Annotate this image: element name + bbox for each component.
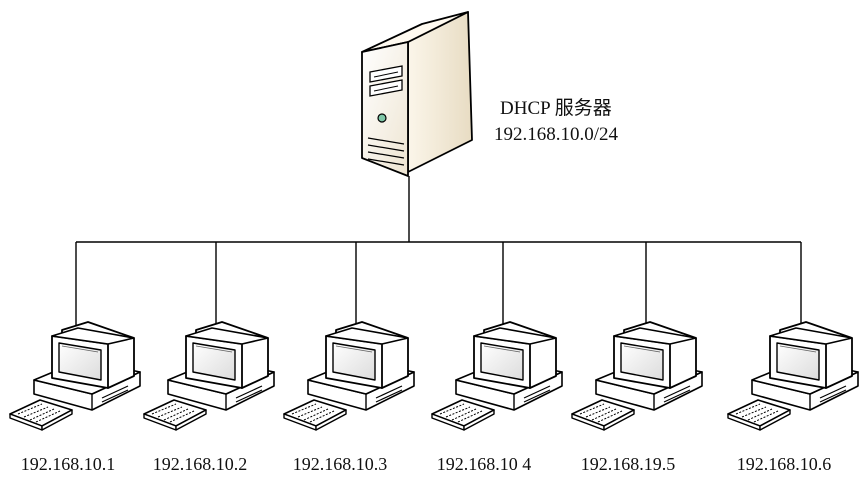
- client-ip-label-1: 192.168.10.1: [20, 454, 116, 474]
- desktop-computer-icon: [727, 321, 859, 431]
- server-subnet: 192.168.10.0/24: [494, 124, 619, 145]
- client-ip-label-4: 192.168.10 4: [436, 454, 532, 474]
- server-tower-icon: [361, 11, 473, 177]
- desktop-computer-icon: [143, 321, 275, 431]
- power-led-icon: [377, 113, 387, 123]
- desktop-computer-icon: [431, 321, 563, 431]
- desktop-computer-icon: [9, 321, 141, 431]
- desktop-computer-icon: [571, 321, 703, 431]
- network-cabling: [75, 176, 802, 332]
- desktop-computer-icon: [283, 321, 415, 431]
- client-computers: [9, 321, 859, 431]
- client-ip-label-5: 192.168.19.5: [580, 454, 676, 474]
- server-title: DHCP 服务器: [500, 98, 612, 119]
- client-ip-label-2: 192.168.10.2: [152, 454, 248, 474]
- client-ip-label-3: 192.168.10.3: [292, 454, 388, 474]
- client-ip-label-6: 192.168.10.6: [736, 454, 832, 474]
